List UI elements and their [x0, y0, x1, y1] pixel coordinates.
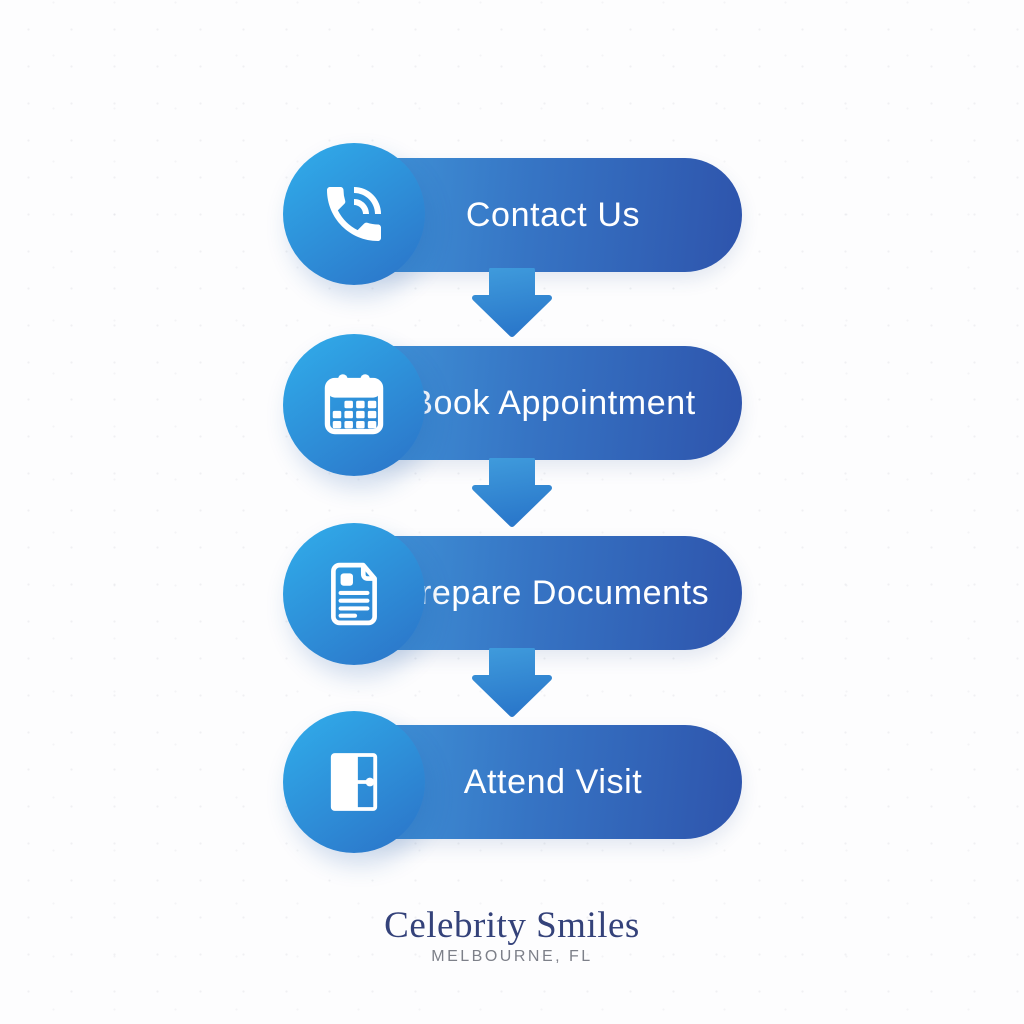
icon-badge: [283, 523, 425, 665]
down-arrow-icon: [469, 268, 555, 338]
icon-badge: [283, 143, 425, 285]
brand-location: MELBOURNE, FL: [431, 948, 593, 965]
down-arrow-icon: [469, 458, 555, 528]
icon-badge: [283, 711, 425, 853]
brand-name: Celebrity Smiles: [384, 905, 640, 946]
document-icon: [331, 562, 377, 626]
step-label: Contact Us: [465, 195, 641, 234]
step-label: Book Appointment: [410, 383, 696, 422]
door-icon: [330, 753, 378, 811]
down-arrow-icon: [469, 648, 555, 718]
step-label: Prepare Documents: [396, 573, 710, 612]
phone-icon: [327, 187, 381, 241]
calendar-icon: [324, 374, 384, 435]
step-label: Attend Visit: [463, 762, 643, 801]
icon-badge: [283, 334, 425, 476]
